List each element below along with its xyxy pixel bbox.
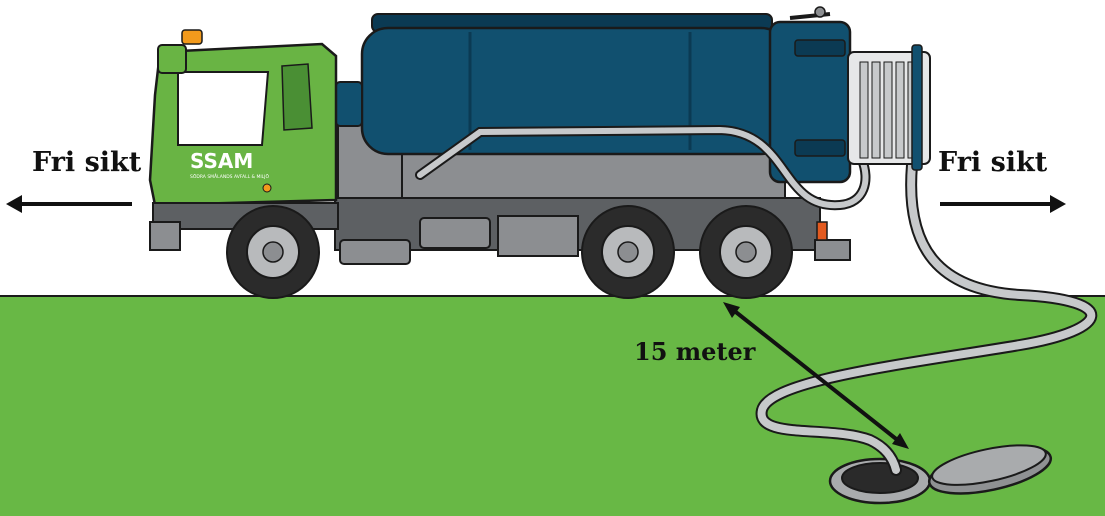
beacon-light xyxy=(182,30,202,44)
clear-view-left-label: Fri sikt xyxy=(32,147,141,178)
clear-view-right-label: Fri sikt xyxy=(938,147,1047,178)
wheel-rear-1 xyxy=(582,206,674,298)
left-arrow xyxy=(6,195,132,213)
hose-reel xyxy=(848,45,930,170)
side-marker-light xyxy=(263,184,271,192)
manhole xyxy=(830,459,930,503)
truck-logo-subtext: SÖDRA SMÅLANDS AVFALL & MILJÖ xyxy=(190,173,269,180)
right-arrow xyxy=(940,195,1066,213)
truck-logo: SSAM xyxy=(190,149,253,173)
wheel-front xyxy=(227,206,319,298)
wheel-rear-2 xyxy=(700,206,792,298)
distance-label: 15 meter xyxy=(634,337,755,366)
